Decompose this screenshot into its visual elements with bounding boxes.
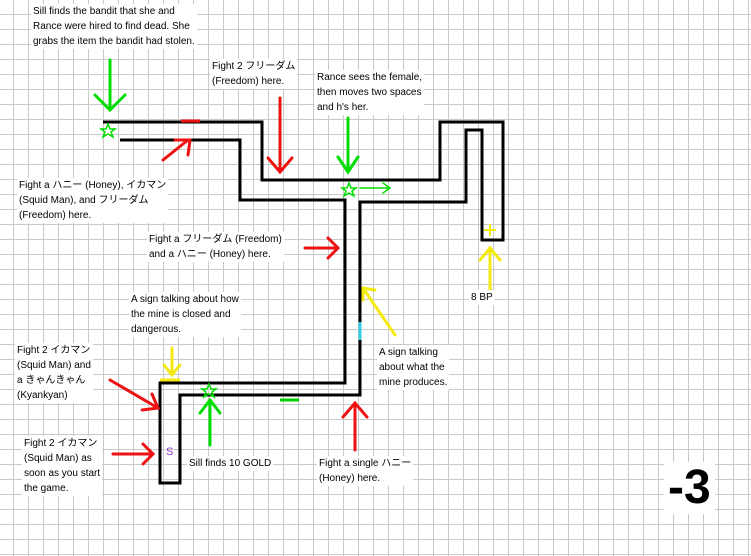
note-line: (Kyankyan) bbox=[17, 390, 68, 401]
note-sign-closed: A sign talking about how the mine is clo… bbox=[129, 292, 241, 337]
note-line: and h's her. bbox=[317, 102, 369, 113]
note-line: (Squid Man) and bbox=[17, 360, 91, 371]
female-star-icon bbox=[339, 180, 359, 198]
start-marker: S bbox=[166, 446, 173, 458]
arrow-down-female bbox=[336, 116, 360, 175]
corridor-walls bbox=[103, 120, 505, 485]
arrow-fight2-squid-kyan bbox=[108, 378, 161, 412]
note-bandit: Sill finds the bandit that she and Rance… bbox=[31, 4, 197, 49]
note-fight-honey-squid: Fight a ハニー (Honey), イカマン (Squid Man), a… bbox=[17, 178, 169, 223]
arrow-sign-produces bbox=[361, 286, 397, 337]
green-arrows bbox=[93, 58, 392, 447]
note-line: mine produces. bbox=[379, 377, 448, 388]
note-bp: 8 BP bbox=[469, 290, 495, 305]
note-line: (Freedom) here. bbox=[212, 76, 285, 87]
note-line: Fight 2 イカマン bbox=[17, 345, 91, 356]
note-gold: Sill finds 10 GOLD bbox=[187, 456, 274, 471]
arrow-up-gold bbox=[198, 397, 222, 447]
arrow-fight-freedom-honey bbox=[303, 236, 341, 260]
note-line: (Squid Man) as bbox=[24, 453, 92, 464]
note-line: (Squid Man), and フリーダム bbox=[19, 195, 149, 206]
note-line: Rance were hired to find dead. She bbox=[33, 21, 190, 32]
note-fight-freedom-honey: Fight a フリーダム (Freedom) and a ハニー (Honey… bbox=[147, 232, 284, 262]
note-fight2-squid-kyan: Fight 2 イカマン (Squid Man) and a きゃんきゃん (K… bbox=[15, 343, 93, 403]
note-fight2-squid-start: Fight 2 イカマン (Squid Man) as soon as you … bbox=[22, 436, 103, 496]
floor-label: -3 bbox=[664, 462, 715, 514]
note-line: dangerous. bbox=[131, 324, 182, 335]
red-arrows bbox=[108, 96, 369, 466]
note-line: and a ハニー (Honey) here. bbox=[149, 249, 271, 260]
note-line: Fight 2 フリーダム bbox=[212, 61, 296, 72]
note-line: Fight 2 イカマン bbox=[24, 438, 98, 449]
gold-star-icon bbox=[199, 381, 219, 399]
note-line: A sign talking about how bbox=[131, 294, 239, 305]
arrow-right-rance bbox=[359, 182, 392, 194]
note-fight2-freedom: Fight 2 フリーダム (Freedom) here. bbox=[210, 59, 298, 89]
note-single-honey: Fight a single ハニー (Honey) here. bbox=[317, 456, 414, 486]
bp-cross-icon bbox=[484, 224, 496, 236]
note-line: (Freedom) here. bbox=[19, 210, 92, 221]
note-line: about what the bbox=[379, 362, 445, 373]
note-line: then moves two spaces bbox=[317, 87, 422, 98]
arrow-single-honey bbox=[341, 400, 369, 452]
arrow-fight2-squid-start bbox=[111, 442, 156, 466]
note-line: Fight a フリーダム (Freedom) bbox=[149, 234, 282, 245]
note-line: Rance sees the female, bbox=[317, 72, 423, 83]
note-line: grabs the item the bandit had stolen. bbox=[33, 36, 195, 47]
note-rance-female: Rance sees the female, then moves two sp… bbox=[315, 70, 425, 115]
arrow-fight2-freedom bbox=[266, 96, 294, 175]
note-line: Fight a ハニー (Honey), イカマン bbox=[19, 180, 167, 191]
note-line: a きゃんきゃん bbox=[17, 375, 86, 386]
note-line: Fight a single ハニー bbox=[319, 458, 412, 469]
note-line: the game. bbox=[24, 483, 69, 494]
note-line: Sill finds the bandit that she and bbox=[33, 6, 175, 17]
note-line: (Honey) here. bbox=[319, 473, 381, 484]
note-sign-produces: A sign talking about what the mine produ… bbox=[377, 345, 450, 390]
arrow-fight-honey-squid bbox=[161, 138, 192, 162]
yellow-arrows bbox=[162, 245, 502, 378]
arrow-sign-closed bbox=[162, 346, 182, 378]
note-line: soon as you start bbox=[24, 468, 101, 479]
arrow-down-bandit bbox=[93, 58, 127, 113]
note-line: A sign talking bbox=[379, 347, 438, 358]
arrow-bp bbox=[478, 245, 502, 292]
note-line: the mine is closed and bbox=[131, 309, 231, 320]
bandit-star-icon bbox=[98, 121, 118, 139]
